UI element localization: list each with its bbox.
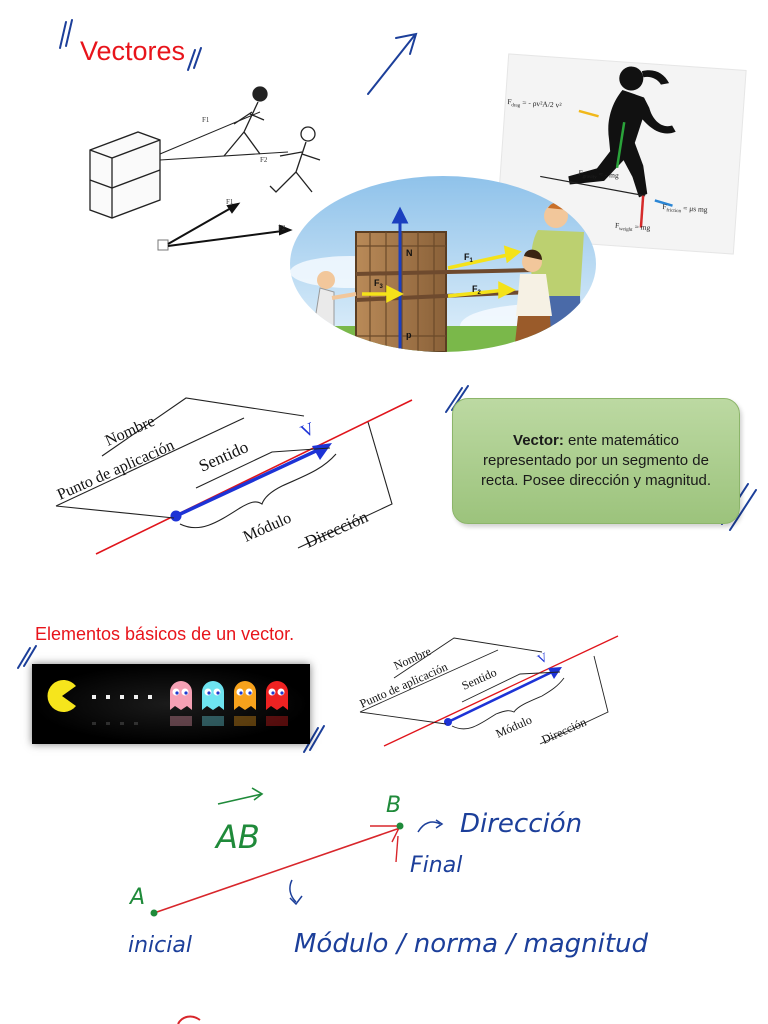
svg-text:F1: F1 xyxy=(464,252,474,264)
direction-label: Dirección xyxy=(302,507,371,552)
vector-definition-term: Vector: xyxy=(513,432,564,449)
vector-definition-box: Vector: ente matemático representado por… xyxy=(452,398,740,524)
initial-note: inicial xyxy=(128,933,192,958)
name-label: Nombre xyxy=(103,413,158,450)
small-module-label: Módulo xyxy=(494,712,534,740)
small-sense-label: Sentido xyxy=(460,665,499,693)
point-a-label: A xyxy=(128,885,145,910)
vector-elements-diagram-small: Nombre Punto de aplicación Sentido V Mód… xyxy=(356,632,626,754)
vector-elements-diagram: Nombre Punto de aplicación Sentido V Mód… xyxy=(50,388,420,568)
pacman-image xyxy=(32,664,310,744)
svg-text:F1: F1 xyxy=(202,116,210,124)
final-note: Final xyxy=(410,853,462,878)
module-note: Módulo / norma / magnitud xyxy=(294,929,649,959)
svg-text:F2: F2 xyxy=(472,284,482,296)
sense-label: Sentido xyxy=(196,437,251,475)
point-b-label: B xyxy=(386,793,401,818)
svg-text:F2: F2 xyxy=(260,156,268,164)
svg-text:F2: F2 xyxy=(278,224,286,232)
module-label: Módulo xyxy=(241,510,294,546)
small-vector-letter-label: V xyxy=(535,649,550,667)
handwritten-ab-label: AB xyxy=(214,818,260,856)
direction-note: Dirección xyxy=(460,809,582,839)
normal-force-label: N xyxy=(406,248,413,258)
svg-text:F1: F1 xyxy=(226,198,234,206)
svg-text:F3: F3 xyxy=(374,278,384,290)
vector-definition-text: Vector: ente matemático representado por… xyxy=(467,431,725,491)
small-direction-label: Dirección xyxy=(540,715,589,747)
svg-text:p: p xyxy=(406,330,412,340)
crate-forces-illustration: N p F1 F2 F3 xyxy=(290,176,596,352)
vector-letter-label: V xyxy=(297,418,317,442)
section-subtitle: Elementos básicos de un vector. xyxy=(35,624,295,644)
vector-definition-body: ente matemático representado por un segm… xyxy=(480,432,712,489)
page-title: Vectores xyxy=(80,36,186,66)
runner-forces-illustration: Fdrag = - ρv²A/2 v² Fgravity = - mg Ffri… xyxy=(495,53,747,255)
handwritten-vector-notes: AB A B Dirección Final inicial Módulo / … xyxy=(0,780,768,1024)
